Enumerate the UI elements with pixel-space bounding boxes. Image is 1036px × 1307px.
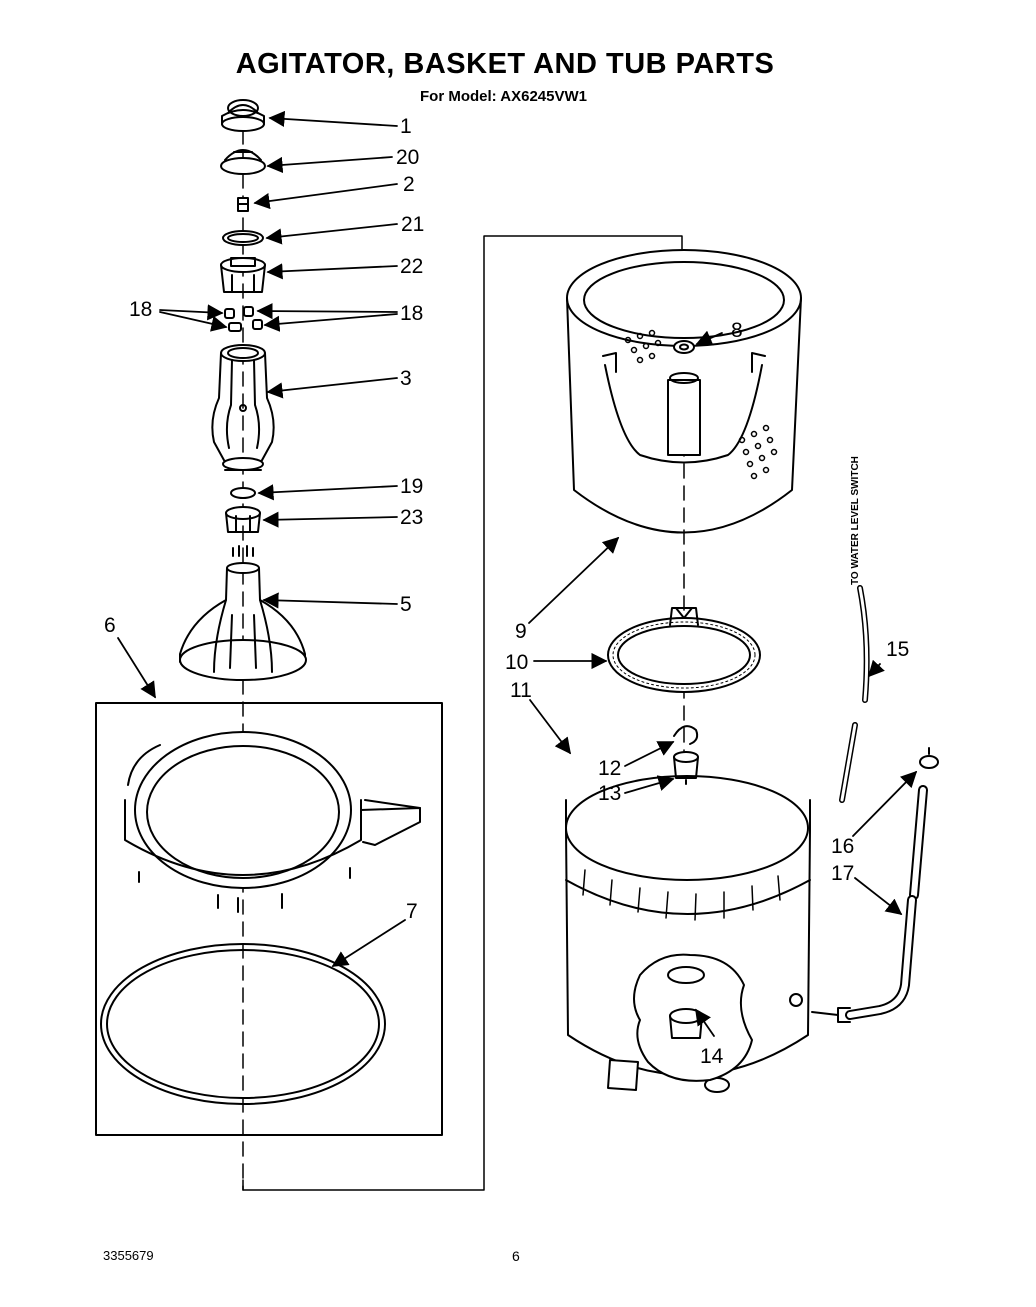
callout-2: 2: [403, 173, 415, 196]
hose-part: [839, 585, 870, 803]
callout-14: 14: [700, 1045, 724, 1068]
callout-19: 19: [400, 475, 423, 498]
page-number: 6: [512, 1248, 520, 1264]
tub-seal-part: [673, 751, 699, 785]
callout-6: 6: [104, 614, 116, 637]
callout-18-left: 18: [129, 298, 152, 321]
tub-gasket-part: [100, 943, 386, 1105]
agitator-barrel-part: [211, 344, 275, 471]
callout-1: 1: [400, 115, 412, 138]
air-dome-hose-part: [811, 785, 928, 1023]
callout-12: 12: [598, 757, 621, 780]
callout-16: 16: [831, 835, 854, 858]
diagram-title: AGITATOR, BASKET AND TUB PARTS: [235, 48, 775, 80]
callout-20: 20: [396, 146, 419, 169]
bolt-part: [237, 197, 249, 212]
callout-5: 5: [400, 593, 412, 616]
small-ring-part: [230, 487, 256, 499]
dog-parts: [224, 306, 263, 332]
group-box-6-7: [95, 702, 443, 1136]
leader-lines: [117, 110, 918, 1037]
water-level-switch-note: TO WATER LEVEL SWITCH: [850, 456, 861, 585]
basket-part: [566, 249, 802, 534]
callout-22: 22: [400, 255, 423, 278]
callout-15: 15: [886, 638, 909, 661]
callout-labels: 1 20 2 21 22 18 18 3 19 23 5 6 7 8 9 10 …: [104, 115, 909, 1068]
callout-17: 17: [831, 862, 854, 885]
callout-10: 10: [505, 651, 528, 674]
agitator-cap-part: [221, 99, 265, 132]
ring-part: [222, 230, 264, 246]
hose-clamp-part: [919, 747, 939, 769]
basket-nut-part: [673, 340, 695, 354]
callout-11: 11: [510, 679, 532, 702]
cover-part: [220, 149, 266, 175]
tub-ring-part: [124, 731, 421, 913]
coupling-part: [225, 506, 261, 533]
callout-23: 23: [400, 506, 423, 529]
callout-7: 7: [406, 900, 418, 923]
cam-part: [220, 257, 266, 293]
agitator-base-part: [179, 545, 307, 681]
callout-13: 13: [598, 782, 621, 805]
connector-path: [242, 235, 685, 1191]
drain-area-part: [633, 953, 753, 1082]
retaining-clip-part: [673, 725, 699, 745]
basket-drive-part: [607, 607, 761, 693]
callout-9: 9: [515, 620, 527, 643]
model-subtitle: For Model: AX6245VW1: [420, 88, 587, 105]
callout-3: 3: [400, 367, 412, 390]
document-number: 3355679: [103, 1248, 154, 1263]
callout-18-right: 18: [400, 302, 423, 325]
callout-21: 21: [401, 213, 424, 236]
callout-8: 8: [731, 319, 743, 342]
